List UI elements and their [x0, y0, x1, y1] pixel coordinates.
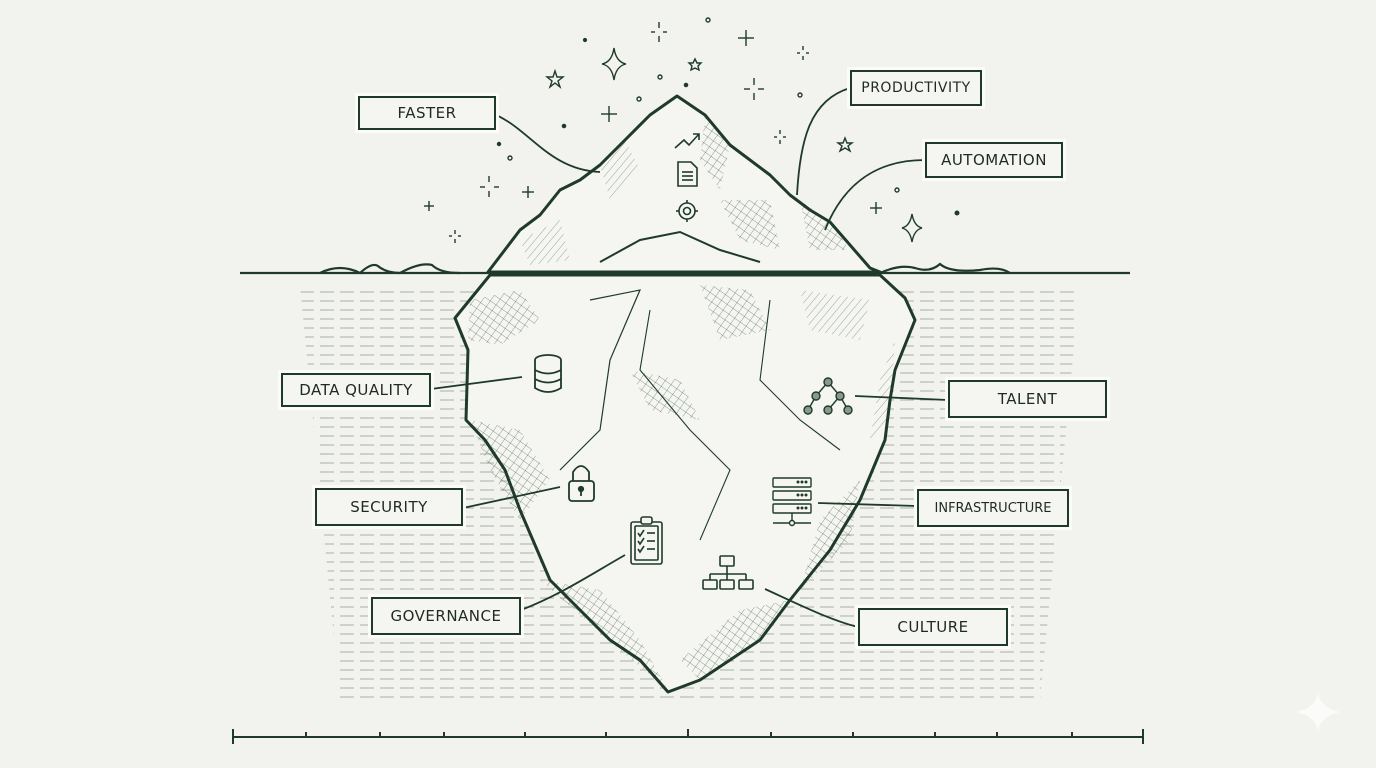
label-faster: FASTER — [358, 96, 496, 130]
waterline — [240, 262, 1130, 275]
leader-governance — [520, 554, 626, 611]
leader-lines — [430, 87, 949, 628]
star-icon — [545, 68, 565, 90]
leader-faster — [495, 114, 601, 173]
server-rack-icon — [772, 477, 812, 527]
star-icon — [687, 57, 703, 72]
label-talent: TALENT — [948, 380, 1107, 418]
gear-icon — [676, 200, 698, 222]
burst-icon — [744, 78, 764, 100]
label-infrastructure: INFRASTRUCTURE — [917, 489, 1069, 527]
leader-security — [462, 486, 561, 509]
clipboard-checklist-icon — [630, 516, 663, 565]
leader-data-quality — [430, 376, 523, 390]
org-tree-icon — [803, 377, 853, 415]
hierarchy-chart-icon — [702, 555, 754, 590]
trend-up-icon — [674, 133, 700, 149]
burst-icon — [774, 130, 786, 144]
label-governance: GOVERNANCE — [371, 597, 521, 635]
label-security: SECURITY — [315, 488, 463, 526]
label-automation: AUTOMATION — [925, 142, 1063, 178]
label-data-quality: DATA QUALITY — [281, 373, 431, 407]
sparkle-icon — [901, 213, 923, 243]
star-icon — [835, 136, 855, 153]
leader-productivity — [796, 87, 851, 196]
padlock-icon — [568, 465, 595, 502]
leader-infrastructure — [817, 502, 918, 507]
label-productivity: PRODUCTIVITY — [850, 70, 982, 106]
database-icon — [534, 354, 562, 393]
scale-bar — [232, 729, 1144, 744]
leader-automation — [824, 159, 926, 231]
sky-sparkles — [424, 17, 960, 243]
burst-icon — [797, 46, 809, 60]
watermark-sparkle-icon — [1296, 692, 1340, 732]
iceberg-tip — [486, 94, 882, 274]
burst-icon — [480, 176, 499, 197]
burst-icon — [651, 22, 667, 42]
label-culture: CULTURE — [858, 608, 1008, 646]
document-icon — [677, 161, 698, 187]
leader-culture — [764, 588, 859, 628]
burst-icon — [449, 230, 461, 243]
sparkle-icon — [601, 47, 627, 81]
leader-talent — [854, 395, 949, 401]
